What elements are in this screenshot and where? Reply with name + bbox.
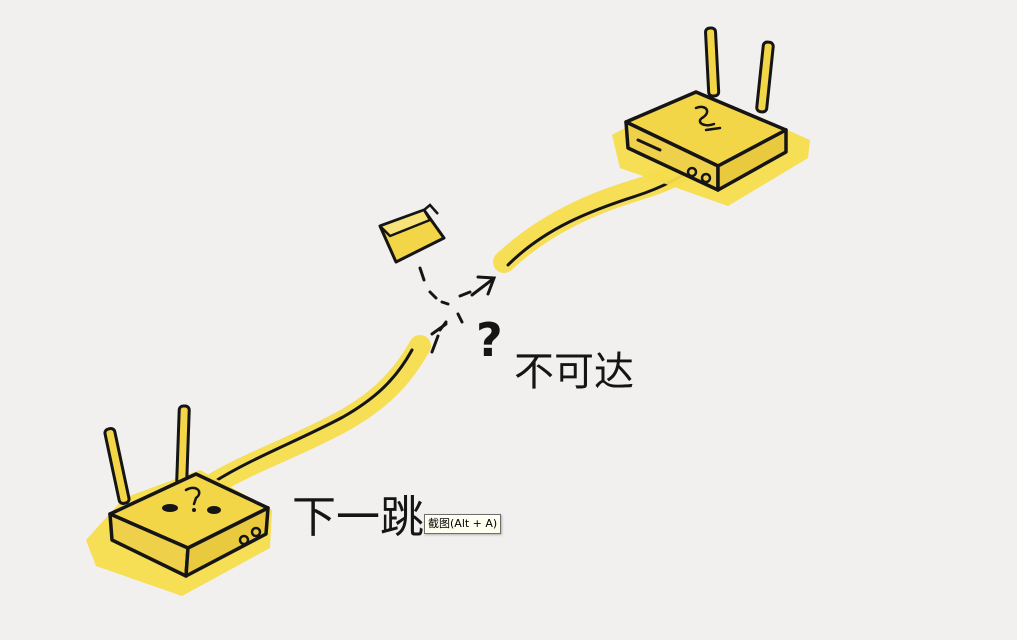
- cable-highlight-lower: [201, 335, 431, 496]
- next-hop-label: 下一跳: [292, 492, 424, 543]
- unreachable-label: 不可达: [514, 349, 634, 395]
- screenshot-tooltip: 截图(Alt + A): [424, 514, 502, 534]
- envelope-icon: [378, 203, 446, 264]
- question-mark: ?: [476, 313, 503, 367]
- cable-ink-lower: [212, 348, 414, 484]
- arrow-icon: [470, 275, 497, 297]
- router-bottom: [86, 404, 272, 596]
- router-top: [612, 26, 810, 206]
- antenna-icon: [704, 26, 775, 114]
- arrow-small-icon: [430, 322, 448, 336]
